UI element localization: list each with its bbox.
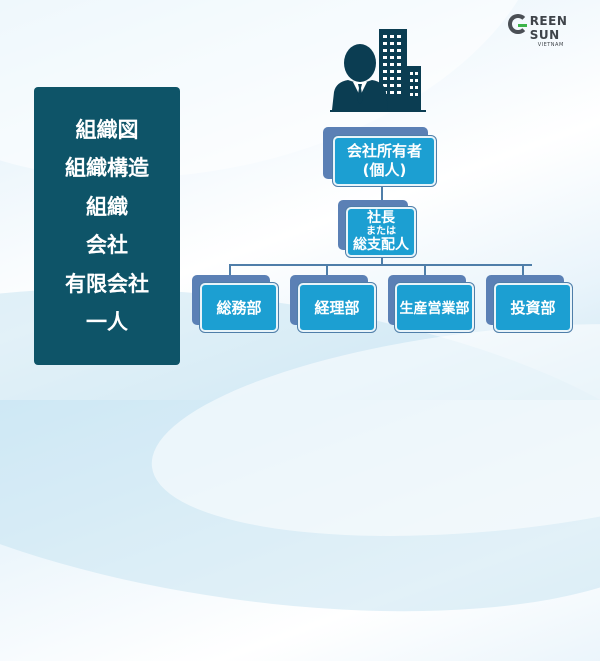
- connector-line: [326, 264, 328, 278]
- brand-logo: REEN SUN VIETNAM: [508, 14, 600, 48]
- term: 組織図: [75, 117, 139, 142]
- businessman-building-icon: [330, 18, 430, 118]
- connector-line: [229, 264, 231, 278]
- department-node: 総務部: [200, 283, 278, 332]
- owner-subtitle: (個人): [362, 161, 407, 179]
- department-label: 生産営業部: [399, 300, 470, 317]
- brand-name: REEN SUN: [529, 14, 568, 42]
- term: 有限会社: [65, 271, 149, 296]
- term: 組織: [86, 194, 128, 219]
- connector-line: [381, 185, 383, 205]
- logo-g-icon: [508, 14, 528, 34]
- department-node: 投資部: [494, 283, 572, 332]
- term: 会社: [86, 233, 128, 257]
- department-label: 投資部: [510, 299, 556, 317]
- connector-line: [229, 264, 532, 266]
- owner-node: 会社所有者 (個人): [333, 136, 436, 186]
- terms-panel: 組織図 組織構造 組織 会社 有限会社 一人: [34, 87, 180, 365]
- connector-line: [424, 264, 426, 278]
- connector-line: [381, 254, 383, 264]
- brand-sub: VIETNAM: [537, 42, 564, 48]
- president-or: または: [366, 226, 396, 237]
- president-title: 社長: [367, 210, 395, 226]
- owner-title: 会社所有者: [346, 142, 422, 160]
- department-label: 総務部: [216, 299, 262, 317]
- term: 一人: [86, 310, 128, 334]
- department-node: 生産営業部: [395, 283, 474, 332]
- connector-line: [522, 264, 524, 278]
- term: 組織構造: [65, 156, 149, 180]
- department-label: 経理部: [314, 299, 360, 317]
- department-node: 経理部: [298, 283, 376, 332]
- president-alt-title: 総支配人: [353, 237, 409, 253]
- president-node: 社長 または 総支配人: [346, 207, 416, 257]
